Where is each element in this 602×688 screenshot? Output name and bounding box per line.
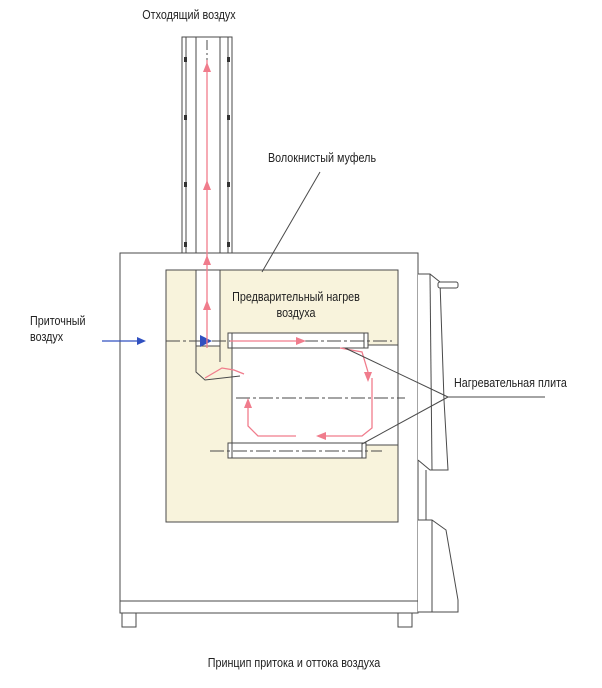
leader-lines [261,171,545,445]
supply-air-arrow [102,335,212,347]
label-preheat-line2: воздуха [276,306,316,320]
label-preheat-line1: Предварительный нагрев [232,290,360,304]
label-supply-line1: Приточный [30,314,86,328]
airflow-arrowheads [203,62,372,440]
label-heating-plate: Нагревательная плита [454,376,567,390]
label-supply-line2: воздух [30,330,64,344]
fiber-muffle [165,269,399,523]
label-exhaust-air: Отходящий воздух [142,8,236,22]
caption: Принцип притока и оттока воздуха [207,656,381,670]
label-fiber-muffle: Волокнистый муфель [268,151,377,165]
chimney-rivets [184,57,230,247]
centerlines [166,340,405,452]
airflow-path [204,60,373,437]
furnace-door [417,273,459,613]
